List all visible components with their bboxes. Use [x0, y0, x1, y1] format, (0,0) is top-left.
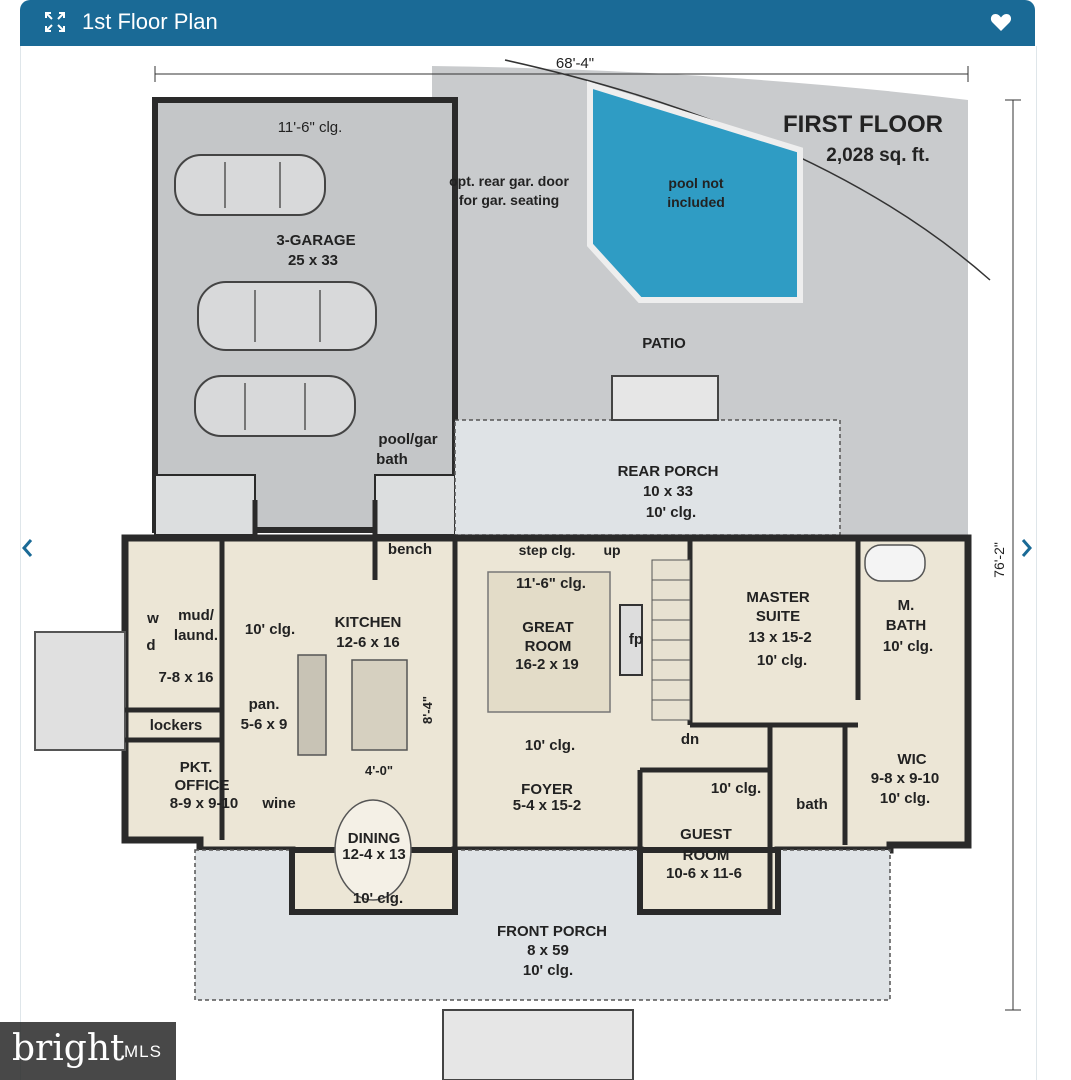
front-porch-clg-label: 10' clg.	[523, 962, 573, 979]
pool-bath-1-label: pool/gar	[378, 431, 437, 448]
mud-1-label: mud/	[178, 607, 215, 624]
kitchen-clg2-label: 10' clg.	[525, 737, 575, 754]
brand-watermark: bright MLS	[0, 1022, 176, 1080]
guest-clg-label: 10' clg.	[711, 780, 761, 797]
dining-clg-label: 10' clg.	[353, 890, 403, 907]
bathtub	[864, 544, 926, 582]
pkt-2-label: OFFICE	[175, 777, 230, 794]
mbath-clg-label: 10' clg.	[883, 638, 933, 655]
garage-name-label: 3-GARAGE	[276, 232, 355, 249]
garage-size-label: 25 x 33	[288, 252, 338, 269]
front-porch-size-label: 8 x 59	[527, 942, 569, 959]
front-porch-label: FRONT PORCH	[497, 923, 607, 940]
dining-size-label: 12-4 x 13	[342, 846, 405, 863]
mbath-1-label: M.	[898, 597, 915, 614]
car-2	[197, 281, 377, 351]
viewer-header: 1st Floor Plan	[20, 0, 1035, 46]
mud-size-label: 7-8 x 16	[158, 669, 213, 686]
bath-label: bath	[796, 796, 828, 813]
patio-label: PATIO	[642, 335, 686, 352]
floor-heading: FIRST FLOOR	[783, 111, 943, 138]
island-gap-label: 4'-0"	[365, 763, 393, 778]
master-size-label: 13 x 15-2	[748, 629, 811, 646]
wine-label: wine	[261, 795, 295, 812]
guest-2-label: ROOM	[683, 847, 730, 864]
dining-label: DINING	[348, 830, 401, 847]
d-label: d	[146, 637, 155, 654]
overall-depth-label: 76'-2"	[991, 542, 1007, 578]
island-dim-label: 8'-4"	[420, 696, 435, 724]
rear-door-2-label: for gar. seating	[459, 192, 559, 208]
pool-2-label: included	[667, 194, 725, 210]
expand-icon[interactable]	[44, 11, 66, 33]
up-label: up	[603, 542, 620, 558]
great-2-label: ROOM	[525, 638, 572, 655]
great-1-label: GREAT	[522, 619, 573, 636]
guest-size-label: 10-6 x 11-6	[666, 865, 742, 882]
watermark-brand: bright	[12, 1028, 125, 1069]
rear-door-1-label: opt. rear gar. door	[449, 173, 569, 189]
floor-area: 2,028 sq. ft.	[826, 145, 930, 166]
dining-table	[334, 799, 412, 901]
image-frame	[20, 46, 1037, 1080]
great-size-label: 16-2 x 19	[515, 656, 578, 673]
pan-label: pan.	[249, 696, 280, 713]
bench-label: bench	[388, 541, 432, 558]
great-room-rug	[487, 571, 611, 713]
kitchen-size-label: 12-6 x 16	[336, 634, 399, 651]
pkt-size-label: 8-9 x 9-10	[170, 795, 238, 812]
wic-size-label: 9-8 x 9-10	[871, 770, 939, 787]
overall-width-label: 68'-4"	[556, 55, 594, 72]
foyer-label: FOYER	[521, 781, 573, 798]
pool-1-label: pool not	[668, 175, 724, 191]
rear-porch-clg-label: 10' clg.	[646, 504, 696, 521]
fp-label: fp	[629, 631, 643, 648]
rear-porch-label: REAR PORCH	[618, 463, 719, 480]
rear-porch-size-label: 10 x 33	[643, 483, 693, 500]
kitchen-label: KITCHEN	[335, 614, 402, 631]
pkt-1-label: PKT.	[180, 759, 213, 776]
lockers-label: lockers	[150, 717, 203, 734]
dn-label: dn	[681, 731, 699, 748]
car-3	[194, 375, 356, 437]
chevron-right-icon[interactable]	[1016, 536, 1036, 560]
wic-clg-label: 10' clg.	[880, 790, 930, 807]
w-label: w	[146, 610, 159, 627]
viewer-title: 1st Floor Plan	[82, 9, 218, 34]
foyer-size-label: 5-4 x 15-2	[513, 797, 581, 814]
watermark-suffix: MLS	[124, 1042, 162, 1061]
plan-labels: 68'-4" 76'-2" FIRST FLOOR 2,028 sq. ft. …	[146, 55, 1007, 979]
master-clg-label: 10' clg.	[757, 652, 807, 669]
kitchen-clg-label: 10' clg.	[245, 621, 295, 638]
master-1-label: MASTER	[746, 589, 810, 606]
great-clg-label: 11'-6" clg.	[516, 575, 586, 592]
mbath-2-label: BATH	[886, 617, 927, 634]
master-2-label: SUITE	[756, 608, 800, 625]
step-clg-label: step clg.	[519, 542, 576, 558]
garage-clg-label: 11'-6" clg.	[278, 119, 343, 136]
pan-size-label: 5-6 x 9	[241, 716, 288, 733]
pool-bath-2-label: bath	[376, 451, 408, 468]
heart-icon[interactable]	[989, 10, 1013, 34]
wic-label: WIC	[897, 751, 926, 768]
guest-1-label: GUEST	[680, 826, 732, 843]
mud-2-label: laund.	[174, 627, 218, 644]
kitchen-island	[351, 659, 408, 751]
chevron-left-icon[interactable]	[18, 536, 38, 560]
pool	[587, 80, 803, 303]
car-1	[174, 154, 326, 216]
